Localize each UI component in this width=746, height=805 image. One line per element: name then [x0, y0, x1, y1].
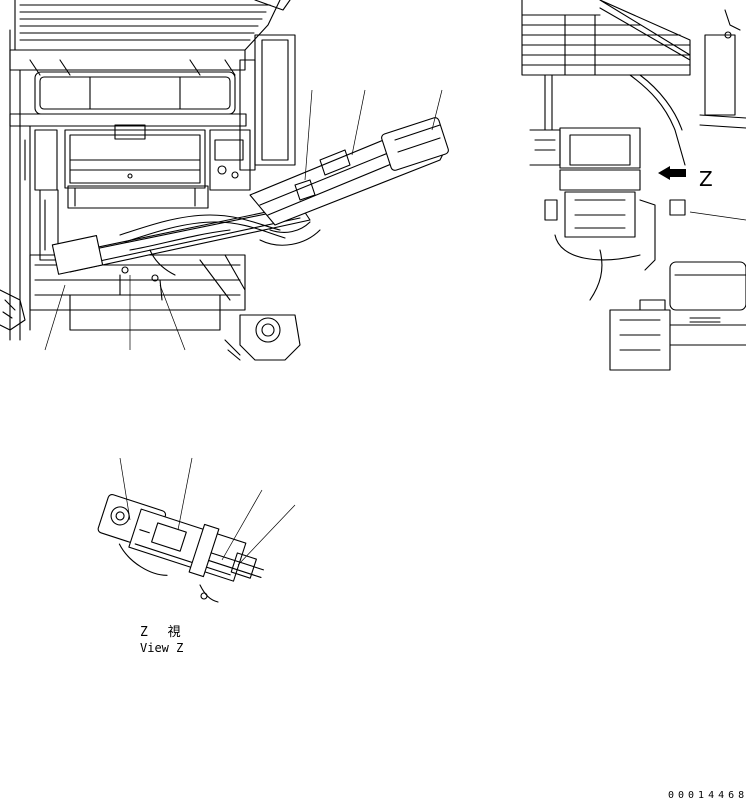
- cab-roof: [9, 0, 291, 76]
- side-lower-parts: [609, 261, 746, 371]
- harness-bracket: [51, 204, 311, 301]
- detail-connector: [200, 592, 208, 600]
- control-box: [64, 124, 209, 209]
- view-direction-arrow: [658, 166, 686, 180]
- view-z-caption-jp: Z 視: [140, 625, 187, 640]
- engine-hood: [9, 71, 247, 127]
- side-view: Z: [521, 0, 746, 371]
- side-cab-top: [521, 0, 691, 76]
- view-z-caption-en: View Z: [140, 641, 183, 655]
- boom-arm: [249, 117, 449, 246]
- side-motor-unit: [529, 127, 686, 301]
- detail-leader-lines: [119, 457, 296, 566]
- left-frame-rail: [0, 29, 59, 341]
- detail-cable: [199, 584, 219, 603]
- leader-lines: [44, 89, 443, 351]
- side-panels: [209, 34, 296, 191]
- view-letter-z: Z: [699, 167, 713, 191]
- side-fender: [544, 9, 746, 166]
- detail-bracket: [97, 494, 264, 582]
- drawing-number: 00014468: [668, 790, 746, 801]
- side-leader-line: [689, 211, 746, 221]
- view-z-detail: Z 視 View Z: [97, 457, 296, 655]
- wheel-hub: [224, 314, 301, 361]
- main-view: [0, 0, 449, 361]
